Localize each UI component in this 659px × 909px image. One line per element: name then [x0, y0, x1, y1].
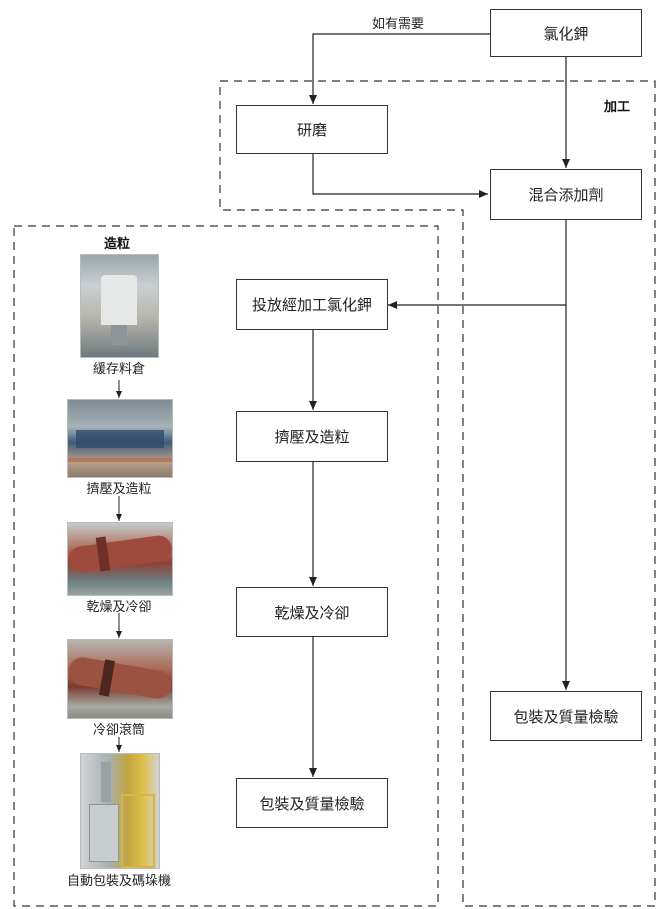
node-mixing-additives-label: 混合添加劑 [528, 186, 604, 204]
node-drying-cooling-label: 乾燥及冷卻 [274, 603, 350, 622]
photo-caption-2: 擠壓及造粒 [86, 482, 152, 497]
node-packaging-qc-granulation-label: 包裝及質量檢驗 [259, 794, 365, 813]
node-compaction-granulation: 擠壓及造粒 [236, 411, 388, 462]
silo-photo [80, 254, 159, 358]
node-packaging-qc-granulation: 包裝及質量檢驗 [236, 778, 388, 828]
dryer-drum-photo [67, 522, 173, 596]
node-feed-processed-kcl: 投放經加工氯化鉀 [236, 279, 388, 330]
granulation-section-label: 造粒 [104, 237, 131, 252]
if-needed-label: 如有需要 [372, 17, 425, 32]
node-packaging-qc-processing-label: 包裝及質量檢驗 [513, 707, 619, 726]
processing-region-border [219, 80, 656, 907]
edge-grinding-to-mixing [312, 154, 488, 198]
cooling-drum-photo [67, 639, 173, 719]
photo-caption-1: 緩存料倉 [92, 362, 145, 377]
compactor-photo [67, 399, 173, 478]
granulation-region-border [13, 225, 439, 907]
node-mixing-additives: 混合添加劑 [490, 169, 642, 220]
node-potassium-chloride-label: 氯化鉀 [543, 24, 589, 43]
node-compaction-granulation-label: 擠壓及造粒 [274, 428, 350, 446]
packaging-machine-photo [80, 753, 160, 869]
node-feed-processed-kcl-label: 投放經加工氯化鉀 [251, 296, 372, 314]
node-potassium-chloride: 氯化鉀 [490, 9, 642, 57]
node-grinding-label: 研磨 [296, 121, 327, 139]
edge-kcl-to-grinding [309, 33, 490, 104]
node-grinding: 研磨 [236, 105, 388, 154]
photo-caption-4: 冷卻滾筒 [92, 723, 145, 738]
photo-caption-3: 乾燥及冷卻 [86, 600, 152, 615]
node-drying-cooling: 乾燥及冷卻 [236, 587, 388, 637]
node-packaging-qc-processing: 包裝及質量檢驗 [490, 691, 642, 741]
photo-caption-5: 自動包裝及碼垛機 [66, 874, 171, 889]
processing-section-label: 加工 [604, 100, 631, 115]
